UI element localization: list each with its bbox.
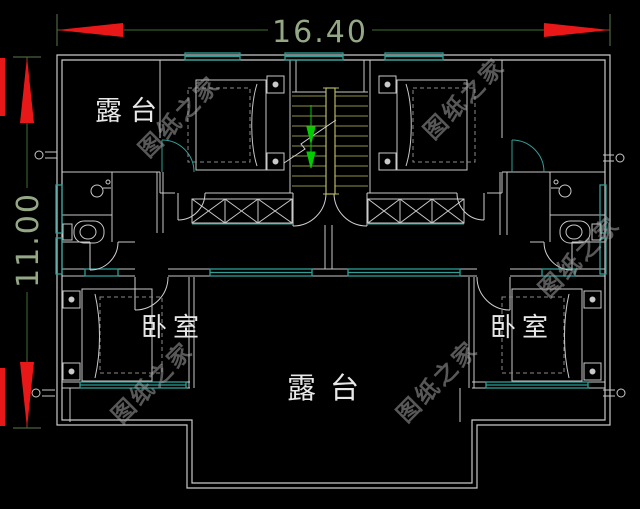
furniture bbox=[62, 75, 602, 382]
nightstand bbox=[583, 290, 602, 309]
toilet bbox=[62, 220, 105, 244]
nightstand bbox=[378, 152, 397, 171]
nightstand bbox=[266, 75, 285, 94]
bedroom-right-label: 卧室 bbox=[490, 312, 554, 342]
middle-wall bbox=[62, 268, 605, 277]
window bbox=[79, 381, 187, 389]
nightstand bbox=[266, 152, 285, 171]
stair-handrail bbox=[323, 87, 339, 195]
left-arrow-icon bbox=[57, 23, 123, 37]
window bbox=[347, 268, 461, 277]
room-labels: 露台 卧室 卧室 露台 bbox=[95, 96, 554, 405]
bed bbox=[501, 288, 602, 382]
top-dimension: 16.40 bbox=[56, 12, 611, 50]
stair-break-line bbox=[283, 119, 337, 164]
terrace-bottom-label: 露台 bbox=[287, 372, 373, 405]
nightstand bbox=[62, 290, 81, 309]
bedroom-left-label: 卧室 bbox=[141, 312, 205, 342]
nightstand bbox=[62, 362, 81, 381]
edge-arrow-fragments bbox=[0, 58, 5, 426]
door-arc bbox=[511, 139, 545, 173]
left-dimension: 11.00 bbox=[10, 56, 46, 429]
nightstand bbox=[378, 75, 397, 94]
window bbox=[209, 268, 313, 277]
window bbox=[599, 184, 607, 234]
door-arc bbox=[177, 192, 206, 221]
bed bbox=[378, 75, 476, 171]
door-arc bbox=[292, 192, 327, 227]
wash-basin bbox=[551, 179, 572, 198]
toilet bbox=[559, 220, 602, 244]
window bbox=[284, 52, 344, 61]
terrace-top-left-label: 露台 bbox=[95, 96, 165, 126]
down-arrow-icon bbox=[20, 362, 34, 428]
bed bbox=[187, 75, 285, 171]
height-dimension-text: 11.00 bbox=[11, 192, 46, 288]
window bbox=[84, 268, 119, 277]
doors bbox=[89, 139, 573, 311]
door-arc bbox=[456, 192, 485, 221]
wardrobe bbox=[191, 198, 293, 225]
drain-symbols bbox=[31, 150, 626, 398]
width-dimension-text: 16.40 bbox=[272, 15, 368, 50]
window bbox=[384, 52, 444, 61]
drain-icon bbox=[31, 388, 55, 398]
window bbox=[55, 184, 63, 234]
nightstand bbox=[583, 362, 602, 381]
windows bbox=[55, 52, 607, 389]
right-arrow-icon bbox=[544, 23, 610, 37]
building-outline bbox=[56, 54, 611, 489]
door-arc bbox=[476, 276, 511, 311]
up-arrow-icon bbox=[20, 57, 34, 123]
wardrobe bbox=[367, 198, 465, 225]
stair-direction-arrows bbox=[306, 105, 316, 169]
bed bbox=[62, 288, 163, 382]
drain-icon bbox=[603, 153, 625, 163]
bathroom-fixtures bbox=[62, 179, 602, 244]
window bbox=[541, 268, 576, 277]
drain-icon bbox=[603, 388, 626, 398]
window bbox=[485, 381, 589, 389]
staircase bbox=[283, 87, 368, 195]
door-arc bbox=[161, 139, 195, 173]
window bbox=[184, 52, 241, 61]
door-arc bbox=[89, 241, 119, 271]
door-arc bbox=[543, 241, 573, 271]
door-arc bbox=[134, 276, 169, 311]
window bbox=[599, 237, 607, 275]
window bbox=[55, 237, 63, 275]
door-arc bbox=[333, 192, 368, 227]
wash-basin bbox=[90, 179, 111, 198]
drain-icon bbox=[34, 150, 57, 160]
